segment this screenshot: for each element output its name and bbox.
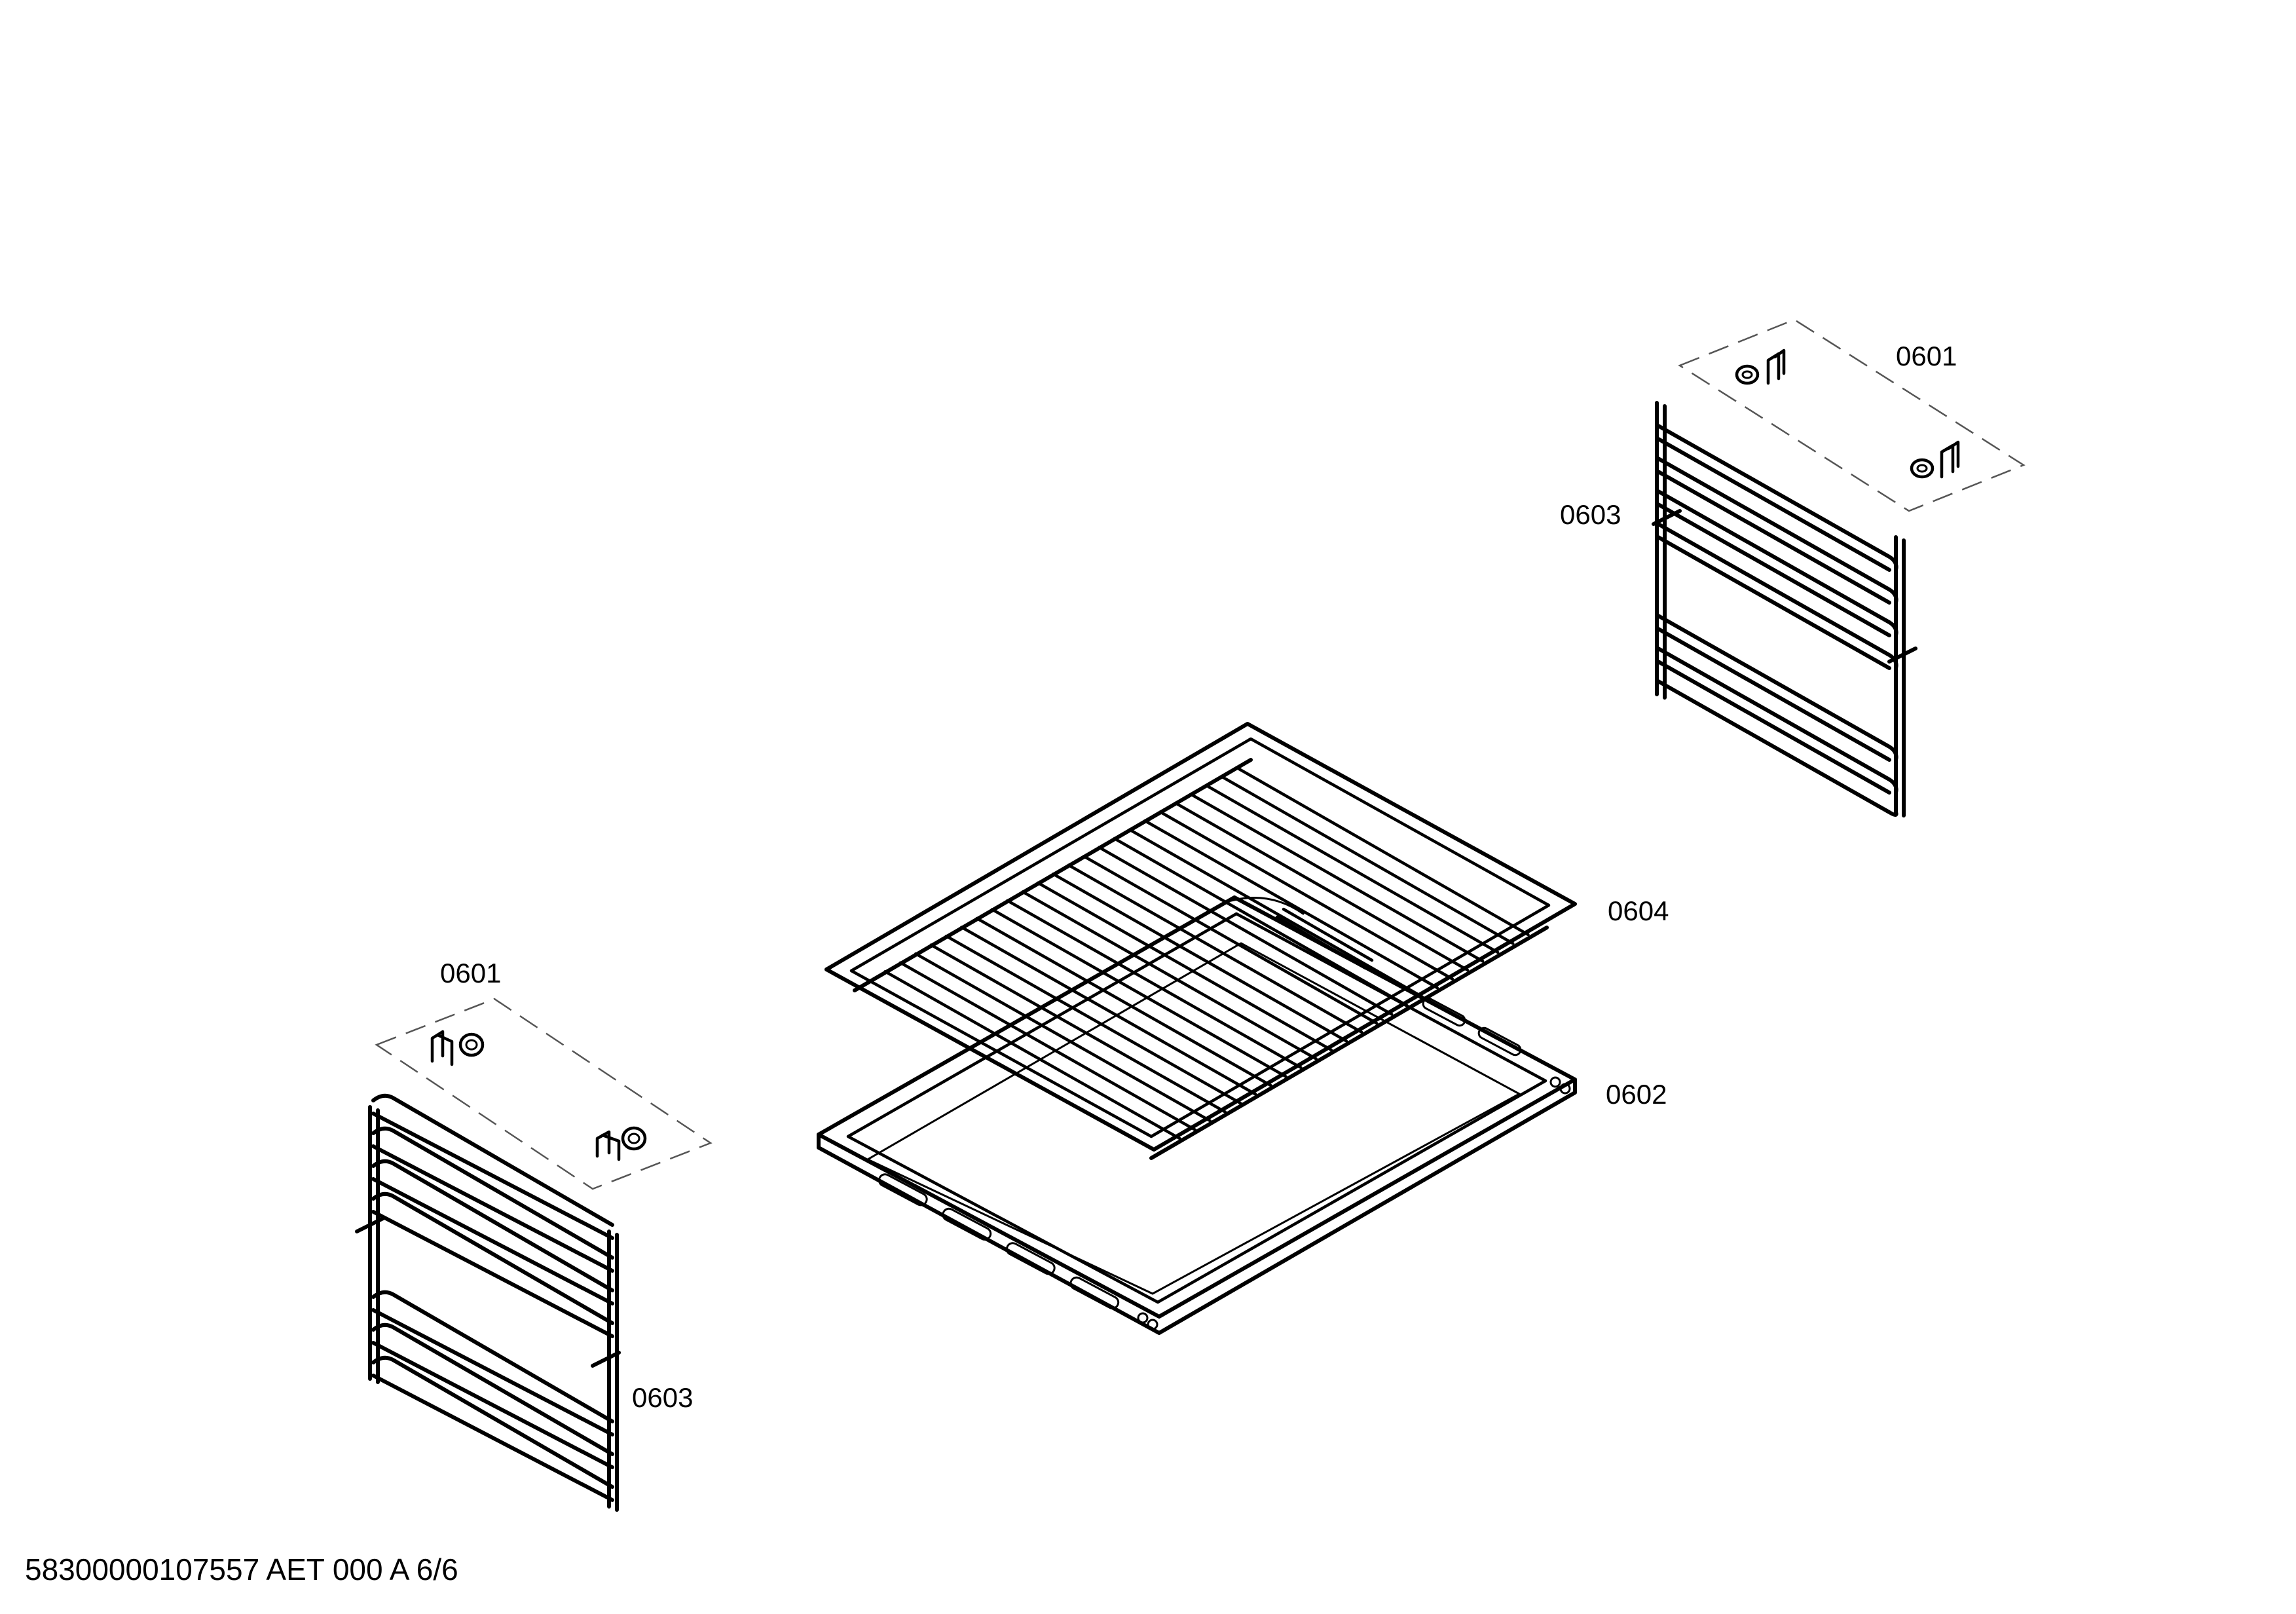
tray-grip-slot [1069,1276,1120,1309]
rack-wire [1036,881,1333,1052]
tray-grip-slot [1005,1242,1056,1275]
baking-tray-rim [817,895,1577,1319]
label-0602: 0602 [1606,1079,1667,1110]
rack-wire [898,961,1196,1131]
rack-wire [1113,836,1409,1007]
clip-kit-top-right: 0601 [1678,318,2026,512]
rack-wire [883,969,1181,1140]
label-0603-bottom-left: 0603 [632,1382,693,1413]
clip-part-top-right-b [1910,440,1960,479]
clip-part-bottom-left-b [595,1126,647,1161]
grid-rack-inner-frame [849,737,1551,1138]
grid-rack-wires [883,766,1530,1140]
tray-grip-slot [1422,997,1466,1027]
rack-wire [1174,801,1470,972]
rack-wire [975,916,1272,1087]
rack-wire [960,926,1257,1096]
label-0601-bottom-left: 0601 [440,958,501,988]
rack-wire [1143,819,1439,990]
rack-wire [1235,766,1530,937]
rack-wire [1052,873,1348,1043]
grid-rack: 0604 [824,722,1669,1160]
rail-runners-top-group [1656,424,1898,670]
rack-wire [1189,793,1485,963]
clip-kit-outline-bottom-left [375,998,713,1190]
label-0603-top-right: 0603 [1560,499,1621,530]
side-rail-top-right: 0603 [1560,401,1917,817]
label-0604: 0604 [1608,895,1669,926]
rack-wire [944,934,1242,1105]
clip-kit-bottom-left: 0601 [375,958,713,1190]
clip-kit-outline-top-right [1678,318,2026,512]
rack-wire [1158,810,1454,981]
tray-grip-slot [878,1173,928,1207]
side-rail-bottom-left: 0603 [355,1093,693,1512]
tray-grip-slot [942,1207,992,1241]
rack-wire [1006,899,1303,1070]
clip-part-top-right-a [1735,348,1786,385]
rack-wire [1128,828,1424,998]
label-0601-top-right: 0601 [1896,341,1957,371]
rail-runners-bottom-left-upper [371,1093,614,1338]
rack-wire [1021,890,1318,1060]
tray-grip-slot [1477,1026,1522,1057]
rail-runners-bottom-group [1656,614,1898,817]
document-code: 58300000107557 AET 000 A 6/6 [25,1552,458,1586]
grid-rack-outer-frame [824,722,1577,1152]
baking-tray-floor [866,942,1521,1295]
rack-wire [929,943,1227,1114]
rack-wire [1082,854,1379,1025]
rack-wire [1204,783,1500,954]
rack-wire [1219,775,1515,945]
rack-wire [1098,846,1394,1016]
rack-wire [990,908,1287,1078]
baking-tray: 0602 [817,895,1667,1335]
rail-runners-bottom-left-lower [371,1290,614,1502]
baking-tray-grips [878,997,1522,1309]
rack-wire [1067,863,1363,1034]
clip-part-bottom-left-a [430,1030,485,1066]
rack-wire [914,952,1212,1123]
